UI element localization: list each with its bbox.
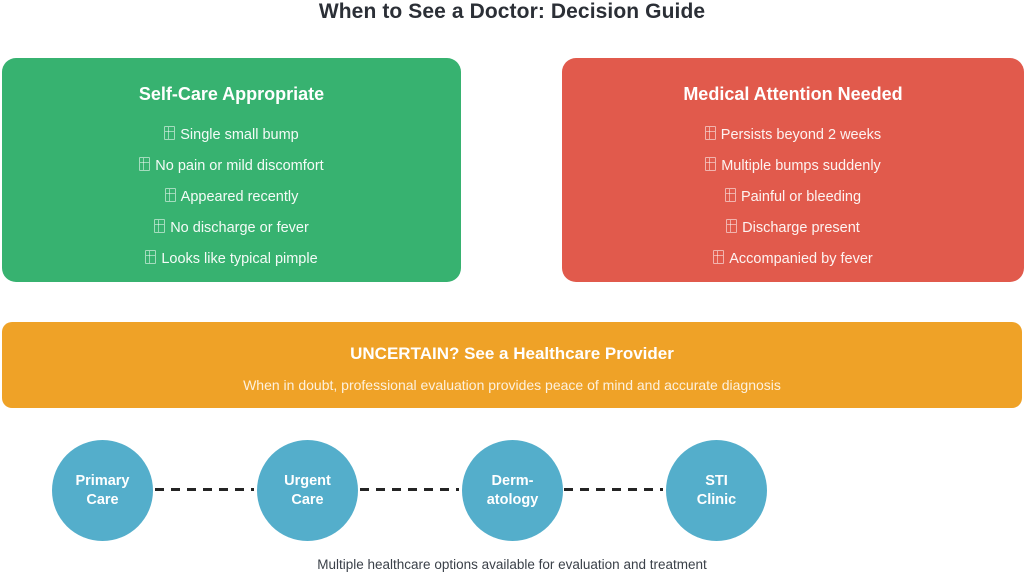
- list-item: Discharge present: [562, 213, 1024, 244]
- provider-node-primary-care: Primary Care: [52, 440, 153, 541]
- panel-medical-attention-heading: Medical Attention Needed: [683, 84, 903, 104]
- panel-self-care-list: Single small bump No pain or mild discom…: [2, 120, 461, 275]
- list-item: Painful or bleeding: [562, 182, 1024, 213]
- uncertain-banner-title: UNCERTAIN? See a Healthcare Provider: [350, 344, 674, 363]
- provider-connector: [360, 488, 459, 491]
- list-item-label: Persists beyond 2 weeks: [720, 127, 882, 143]
- provider-node-label: Urgent Care: [284, 472, 331, 508]
- list-item-label: Appeared recently: [180, 189, 299, 205]
- provider-connector: [155, 488, 254, 491]
- uncertain-banner: UNCERTAIN? See a Healthcare Provider Whe…: [2, 322, 1022, 408]
- missing-glyph-box-icon: [704, 126, 716, 140]
- list-item-label: Single small bump: [180, 127, 299, 143]
- panel-self-care: Self-Care Appropriate Single small bump …: [2, 58, 461, 282]
- list-item-label: Painful or bleeding: [740, 189, 862, 205]
- provider-node-dermatology: Derm- atology: [462, 440, 563, 541]
- list-item: Accompanied by fever: [562, 244, 1024, 275]
- provider-node-label: Primary Care: [75, 472, 130, 508]
- footer-caption: Multiple healthcare options available fo…: [317, 557, 707, 572]
- missing-glyph-box-icon: [145, 250, 157, 264]
- list-item-label: Looks like typical pimple: [161, 251, 318, 267]
- provider-connector: [564, 488, 663, 491]
- missing-glyph-box-icon: [164, 188, 176, 202]
- list-item-label: Multiple bumps suddenly: [721, 158, 881, 174]
- missing-glyph-box-icon: [164, 126, 176, 140]
- list-item-label: Accompanied by fever: [729, 251, 873, 267]
- provider-node-label: Derm- atology: [486, 472, 539, 508]
- missing-glyph-box-icon: [705, 157, 717, 171]
- missing-glyph-box-icon: [724, 188, 736, 202]
- panel-self-care-heading: Self-Care Appropriate: [138, 84, 325, 104]
- list-item: No discharge or fever: [2, 213, 461, 244]
- list-item-label: No discharge or fever: [170, 220, 309, 236]
- missing-glyph-box-icon: [713, 250, 725, 264]
- missing-glyph-box-icon: [139, 157, 151, 171]
- list-item: Appeared recently: [2, 182, 461, 213]
- list-item-label: No pain or mild discomfort: [155, 158, 324, 174]
- list-item: No pain or mild discomfort: [2, 151, 461, 182]
- list-item-label: Discharge present: [742, 220, 860, 236]
- provider-node-urgent-care: Urgent Care: [257, 440, 358, 541]
- page-title: When to See a Doctor: Decision Guide: [318, 0, 706, 23]
- uncertain-banner-subtitle: When in doubt, professional evaluation p…: [243, 377, 781, 393]
- missing-glyph-box-icon: [154, 219, 166, 233]
- list-item: Persists beyond 2 weeks: [562, 120, 1024, 151]
- provider-node-sti-clinic: STI Clinic: [666, 440, 767, 541]
- list-item: Multiple bumps suddenly: [562, 151, 1024, 182]
- provider-options-row: Primary Care Urgent Care Derm- atology S…: [0, 438, 1024, 544]
- list-item: Single small bump: [2, 120, 461, 151]
- panel-medical-attention: Medical Attention Needed Persists beyond…: [562, 58, 1024, 282]
- missing-glyph-box-icon: [726, 219, 738, 233]
- panel-medical-attention-list: Persists beyond 2 weeks Multiple bumps s…: [562, 120, 1024, 275]
- provider-node-label: STI Clinic: [696, 472, 737, 508]
- list-item: Looks like typical pimple: [2, 244, 461, 275]
